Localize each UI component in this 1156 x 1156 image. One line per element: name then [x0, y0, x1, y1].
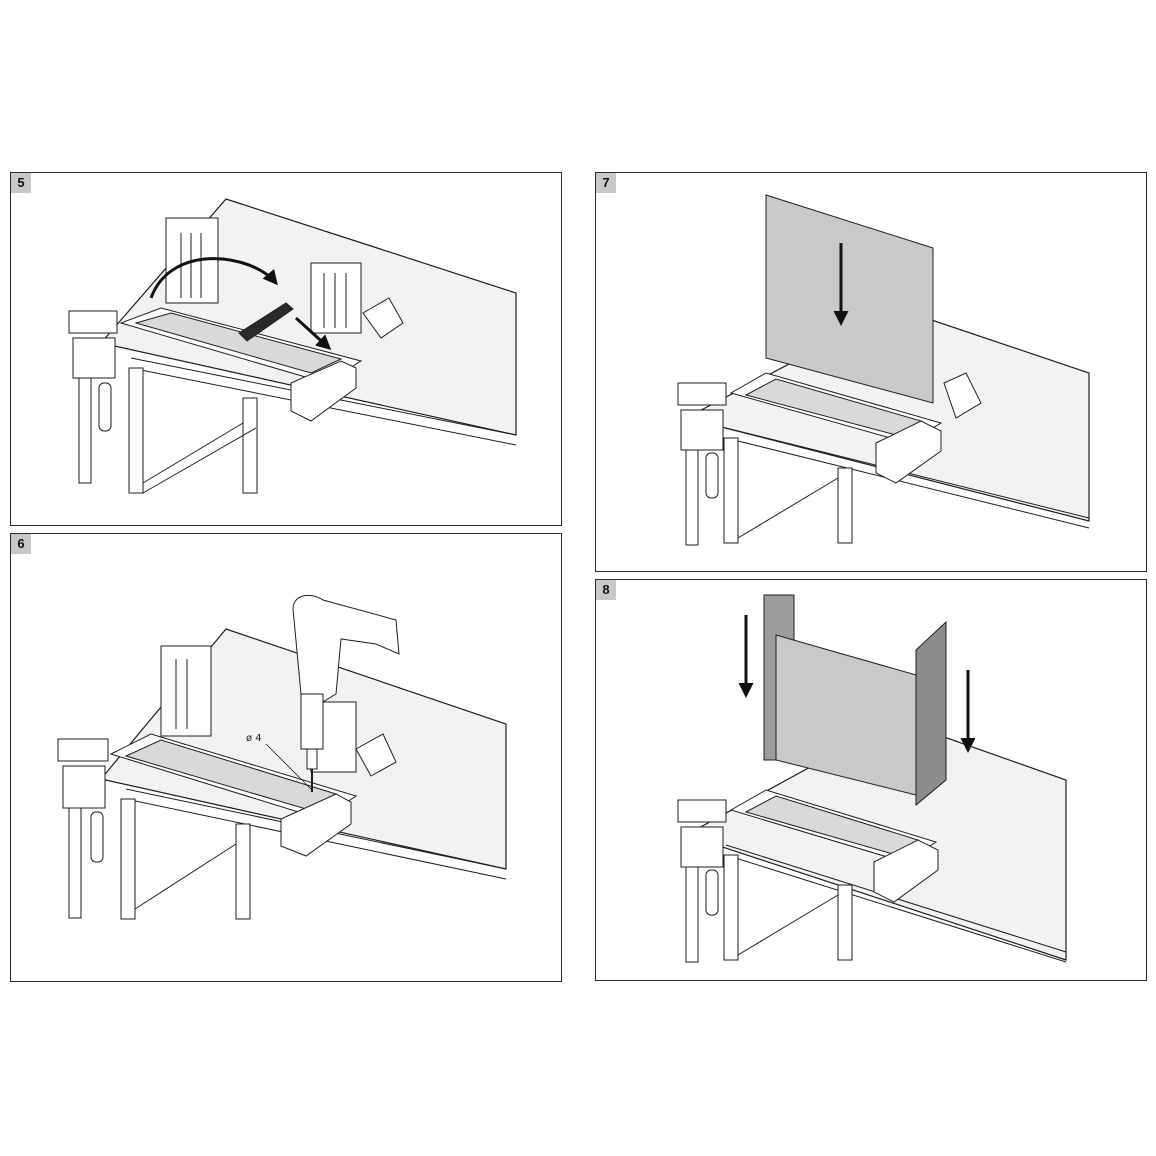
step-panel-5: 5: [10, 172, 562, 526]
table-leg: [723, 854, 739, 961]
jig-block: [310, 262, 362, 334]
panel-board: [775, 634, 917, 796]
step-panel-7: 7: [595, 172, 1147, 572]
clamp: [57, 738, 109, 762]
assembly-illustration: [677, 194, 1090, 546]
table-leg: [242, 397, 258, 494]
assembly-illustration: [68, 198, 517, 494]
step-panel-6: 6 ø 4: [10, 533, 562, 982]
table-leg: [235, 823, 251, 920]
table-leg: [837, 467, 853, 544]
assembly-illustration: [677, 594, 1067, 963]
assembly-illustration: ø 4: [57, 594, 507, 920]
panel-board: [765, 194, 934, 404]
clamp: [677, 382, 727, 406]
curved-arrow-icon: [149, 257, 278, 299]
step-number: 8: [596, 580, 616, 600]
step-number: 6: [11, 534, 31, 554]
rail-part: [238, 302, 294, 342]
step-number: 5: [11, 173, 31, 193]
board: [134, 312, 343, 374]
side-plate: [915, 620, 947, 807]
table-leg: [723, 437, 739, 544]
drill-diameter-label: ø 4: [246, 733, 262, 744]
clamp: [68, 310, 118, 334]
table-leg: [837, 884, 853, 961]
jig-block: [160, 645, 212, 737]
table-leg: [128, 367, 144, 494]
clamp: [677, 799, 727, 823]
table-leg: [120, 798, 136, 920]
step-panel-8: 8: [595, 579, 1147, 981]
step-number: 7: [596, 173, 616, 193]
down-arrow-icon: [294, 316, 332, 351]
power-drill-icon: [292, 594, 400, 792]
